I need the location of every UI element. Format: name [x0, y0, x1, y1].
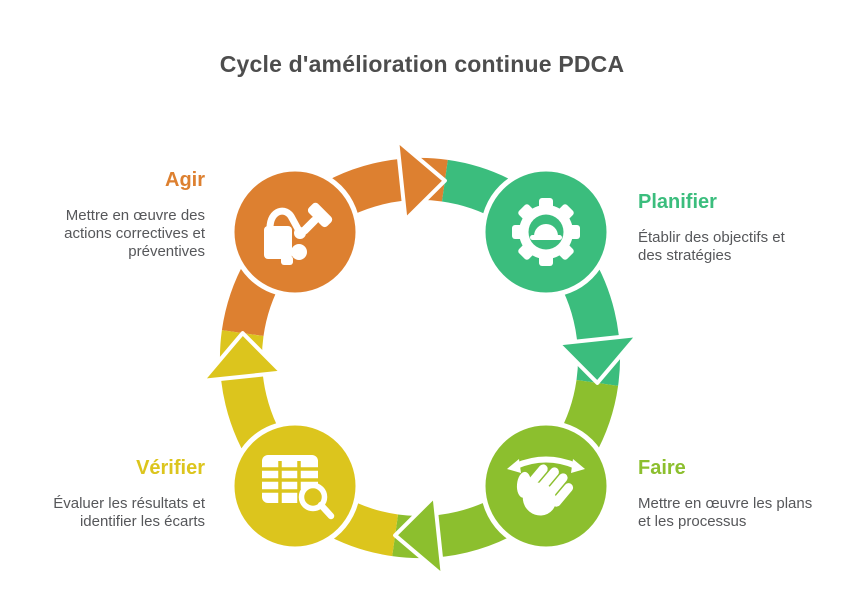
step-description-agir: Mettre en œuvre des actions correctives … [64, 207, 205, 260]
arrowhead-right-icon [556, 333, 640, 385]
arrowhead-left-icon [200, 331, 284, 383]
step-label-verifier: Vérifier [136, 457, 205, 479]
step-label-planifier: Planifier [638, 191, 717, 213]
arrowhead-bottom-icon [393, 494, 445, 578]
table-search-icon [262, 455, 335, 520]
gear-hard-hat-icon [512, 198, 580, 266]
ring-arrowheads [200, 138, 640, 578]
arrowhead-top-icon [395, 138, 447, 222]
step-label-agir: Agir [165, 169, 205, 191]
step-block-verifier: Vérifier Évaluer les résultats et identi… [40, 457, 205, 531]
step-block-agir: Agir Mettre en œuvre des actions correct… [45, 169, 205, 261]
tools-icon [264, 202, 333, 265]
step-description-planifier: Établir des objectifs et des stratégies [638, 229, 785, 264]
step-label-faire: Faire [638, 457, 686, 479]
page-title: Cycle d'amélioration continue PDCA [219, 51, 625, 77]
swipe-hand-icon [507, 456, 585, 516]
step-block-faire: Faire Mettre en œuvre les plans et les p… [638, 457, 826, 531]
step-description-faire: Mettre en œuvre les plans et les process… [638, 495, 813, 530]
step-block-planifier: Planifier Établir des objectifs et des s… [638, 191, 810, 265]
step-description-verifier: Évaluer les résultats et identifier les … [53, 495, 205, 530]
